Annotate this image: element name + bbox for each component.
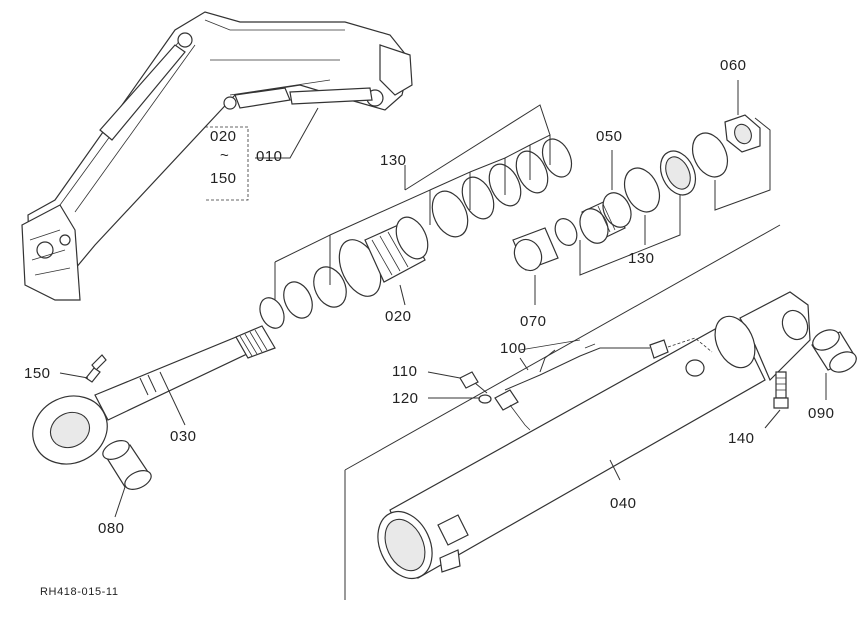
leader-010 — [255, 107, 319, 159]
leader-130-top — [274, 104, 551, 300]
label-120: 120 — [392, 390, 419, 407]
label-100: 100 — [500, 340, 527, 357]
leader-100 — [519, 357, 529, 371]
label-140: 140 — [728, 430, 755, 447]
label-070: 070 — [520, 313, 547, 330]
leader-130-right — [579, 117, 771, 276]
label-030: 030 — [170, 428, 197, 445]
label-range-top: 020 — [210, 128, 237, 145]
seal-rings-left — [259, 266, 347, 329]
label-080: 080 — [98, 520, 125, 537]
cylinder-tube — [377, 291, 811, 580]
boom-arm-illustration — [21, 11, 413, 301]
label-130-right: 130 — [628, 250, 655, 267]
label-range-tilde: ~ — [220, 147, 230, 164]
cylinder-head-020 — [338, 216, 429, 297]
bushing-080 — [102, 440, 152, 490]
label-150: 150 — [24, 365, 51, 382]
grease-nipple — [85, 354, 107, 383]
label-range-bottom: 150 — [210, 170, 237, 187]
spacer-070 — [512, 227, 559, 272]
pipe-100 — [494, 337, 713, 431]
grease-fitting-140 — [773, 371, 789, 409]
label-060: 060 — [720, 57, 747, 74]
label-130-top: 130 — [380, 152, 407, 169]
leader-110 — [427, 371, 461, 379]
leader-140 — [764, 409, 781, 429]
label-020: 020 — [385, 308, 412, 325]
drawing-code: RH418-015-11 — [40, 586, 119, 598]
label-050: 050 — [596, 128, 623, 145]
leader-020 — [399, 284, 406, 306]
label-110: 110 — [392, 363, 418, 380]
frame-040 — [344, 224, 781, 600]
label-010: 010 — [256, 148, 283, 165]
seal-rings-upper — [431, 138, 573, 238]
bolt-110 — [459, 371, 488, 394]
piston-050 — [554, 132, 729, 246]
bushing-090 — [811, 329, 857, 373]
nut-060 — [724, 114, 761, 153]
label-090: 090 — [808, 405, 835, 422]
leader-030 — [159, 371, 186, 426]
range-bracket — [205, 126, 249, 201]
leader-150 — [59, 372, 89, 379]
piston-rod — [32, 325, 276, 465]
washer-120 — [478, 394, 492, 404]
label-040: 040 — [610, 495, 637, 512]
leader-040 — [609, 459, 621, 481]
leader-080 — [114, 486, 126, 518]
